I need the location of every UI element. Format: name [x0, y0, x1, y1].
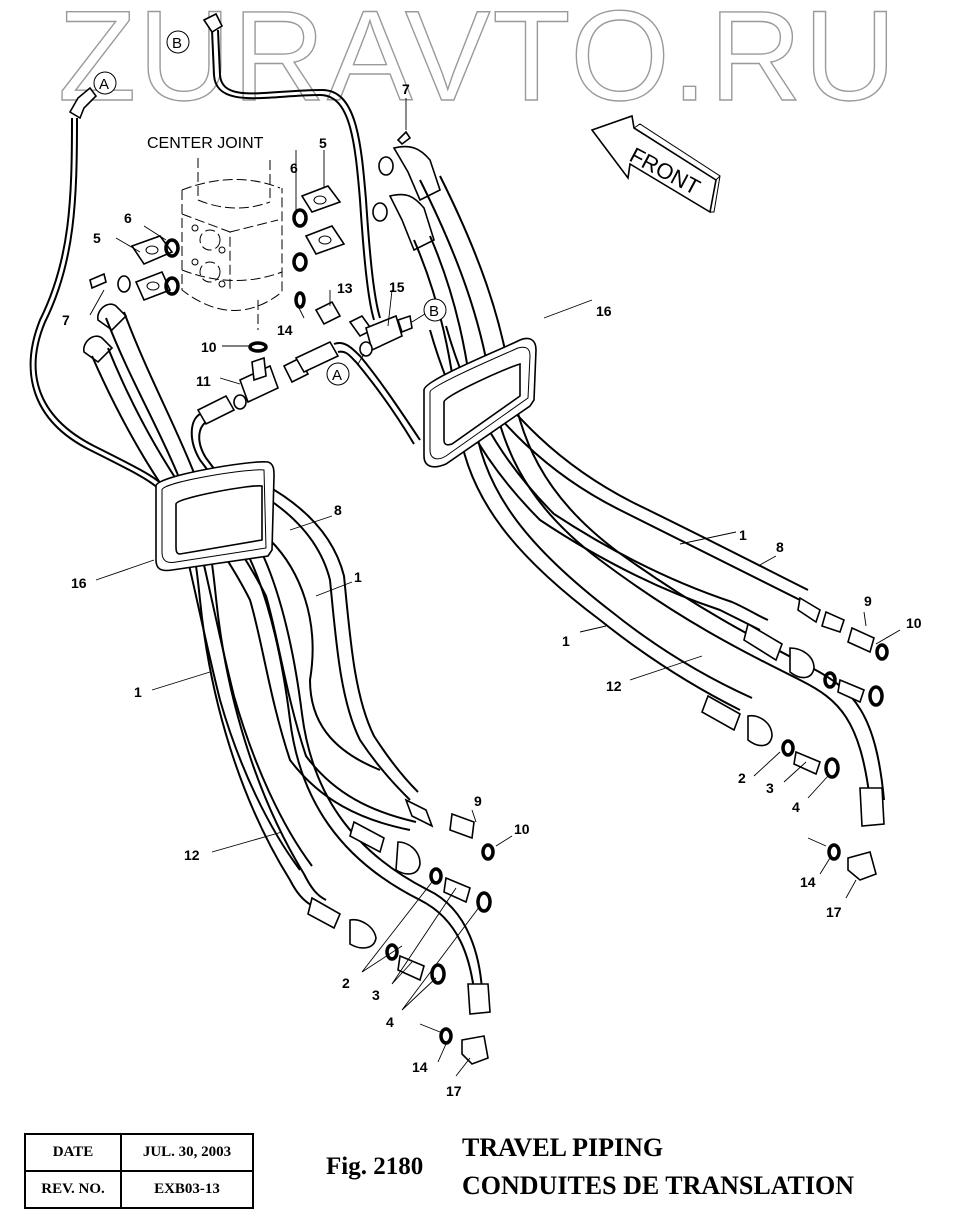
front-arrow: FRONT [590, 114, 721, 214]
callout-3-left: 3 [372, 987, 380, 1003]
callout-4-right: 4 [792, 799, 800, 815]
callout-8-left: 8 [334, 502, 342, 518]
figure-title-fr: CONDUITES DE TRANSLATION [462, 1171, 855, 1200]
fittings-11-13-15 [190, 300, 421, 501]
callout-12-left: 12 [184, 847, 200, 863]
callout-1-right-upper: 1 [739, 527, 747, 543]
left-lower-fittings [307, 798, 495, 1065]
callout-8-right: 8 [776, 539, 784, 555]
callout-1-right-lower: 1 [562, 633, 570, 649]
callout-16-left: 16 [71, 575, 87, 591]
date-value: JUL. 30, 2003 [120, 1133, 254, 1172]
callout-4-left: 4 [386, 1014, 394, 1030]
right-lower-fittings [701, 596, 889, 881]
callout-10-left: 10 [514, 821, 530, 837]
marker-a-top: A [93, 71, 117, 95]
left-flanges [89, 235, 180, 302]
figure-title-en: TRAVEL PIPING [462, 1133, 664, 1162]
callout-13: 13 [337, 280, 353, 296]
callout-15: 15 [389, 279, 405, 295]
callout-12-right: 12 [606, 678, 622, 694]
callout-11: 11 [196, 373, 211, 389]
leader-lines [89, 98, 901, 1077]
figure-number: Fig. 2180 [326, 1153, 424, 1180]
callout-2-right: 2 [738, 770, 746, 786]
left-hose-bundle [83, 303, 483, 991]
clamp-16-right [423, 337, 537, 468]
callout-10-right: 10 [906, 615, 922, 631]
right-hose-bundle [388, 145, 885, 801]
callout-16-right: 16 [596, 303, 612, 319]
callout-14-left: 14 [412, 1059, 428, 1075]
rev-value: EXB03-13 [120, 1170, 254, 1209]
clamp-16-left [155, 461, 275, 572]
callout-6-right: 6 [290, 160, 298, 176]
callout-17-right: 17 [826, 904, 842, 920]
callout-7-left: 7 [62, 312, 70, 328]
marker-b-center: B [423, 298, 447, 322]
pilot-line-a [29, 86, 165, 491]
callout-17-left: 17 [446, 1083, 462, 1099]
callout-2-left: 2 [342, 975, 350, 991]
right-flanges [292, 130, 412, 309]
callout-14-center: 14 [277, 322, 293, 338]
callout-6-left: 6 [124, 210, 132, 226]
rev-label: REV. NO. [24, 1170, 122, 1209]
svg-text:A: A [99, 76, 109, 93]
date-label: DATE [24, 1133, 122, 1172]
callout-9-right: 9 [864, 593, 872, 609]
callouts: 7 5 6 6 5 7 13 15 14 10 11 16 8 1 16 1 1… [62, 81, 922, 1099]
svg-text:A: A [332, 367, 342, 384]
title-block: DATE JUL. 30, 2003 REV. NO. EXB03-13 [24, 1133, 254, 1209]
svg-text:B: B [429, 303, 439, 320]
callout-3-right: 3 [766, 780, 774, 796]
callout-9-left: 9 [474, 793, 482, 809]
callout-5-left: 5 [93, 230, 101, 246]
callout-14-right: 14 [800, 874, 816, 890]
callout-5-right: 5 [319, 135, 327, 151]
marker-b-top: B [166, 30, 190, 54]
center-joint [181, 158, 283, 330]
watermark: ZURAVTO.RU [58, 0, 898, 128]
callout-7-top: 7 [402, 81, 410, 97]
center-joint-label: CENTER JOINT [147, 135, 264, 152]
callout-1-left: 1 [134, 684, 142, 700]
marker-a-center: A [326, 362, 350, 386]
pilot-line-b [202, 12, 381, 321]
svg-text:B: B [172, 35, 182, 52]
seal-10-center [248, 341, 268, 353]
callout-10-center: 10 [201, 339, 217, 355]
callout-1-midleft: 1 [354, 569, 362, 585]
